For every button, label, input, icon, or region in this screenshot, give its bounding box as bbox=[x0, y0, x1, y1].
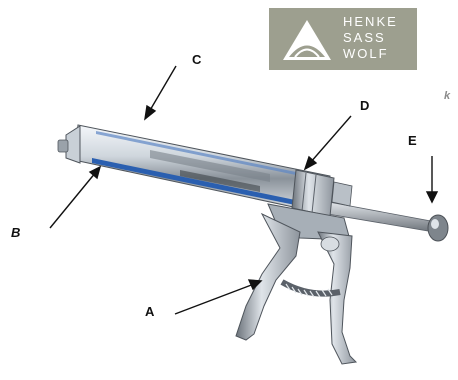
label-e: E bbox=[408, 133, 417, 148]
plunger-knob bbox=[428, 215, 448, 241]
needle-hub bbox=[58, 126, 80, 163]
arrow-b bbox=[50, 167, 100, 228]
label-d: D bbox=[360, 98, 369, 113]
label-b: B bbox=[11, 225, 20, 240]
label-c: C bbox=[192, 52, 201, 67]
arrow-d bbox=[305, 116, 351, 169]
arrow-e bbox=[427, 156, 437, 202]
syringe-barrel bbox=[74, 125, 330, 214]
label-a: A bbox=[145, 304, 154, 319]
arrow-c bbox=[145, 66, 176, 119]
